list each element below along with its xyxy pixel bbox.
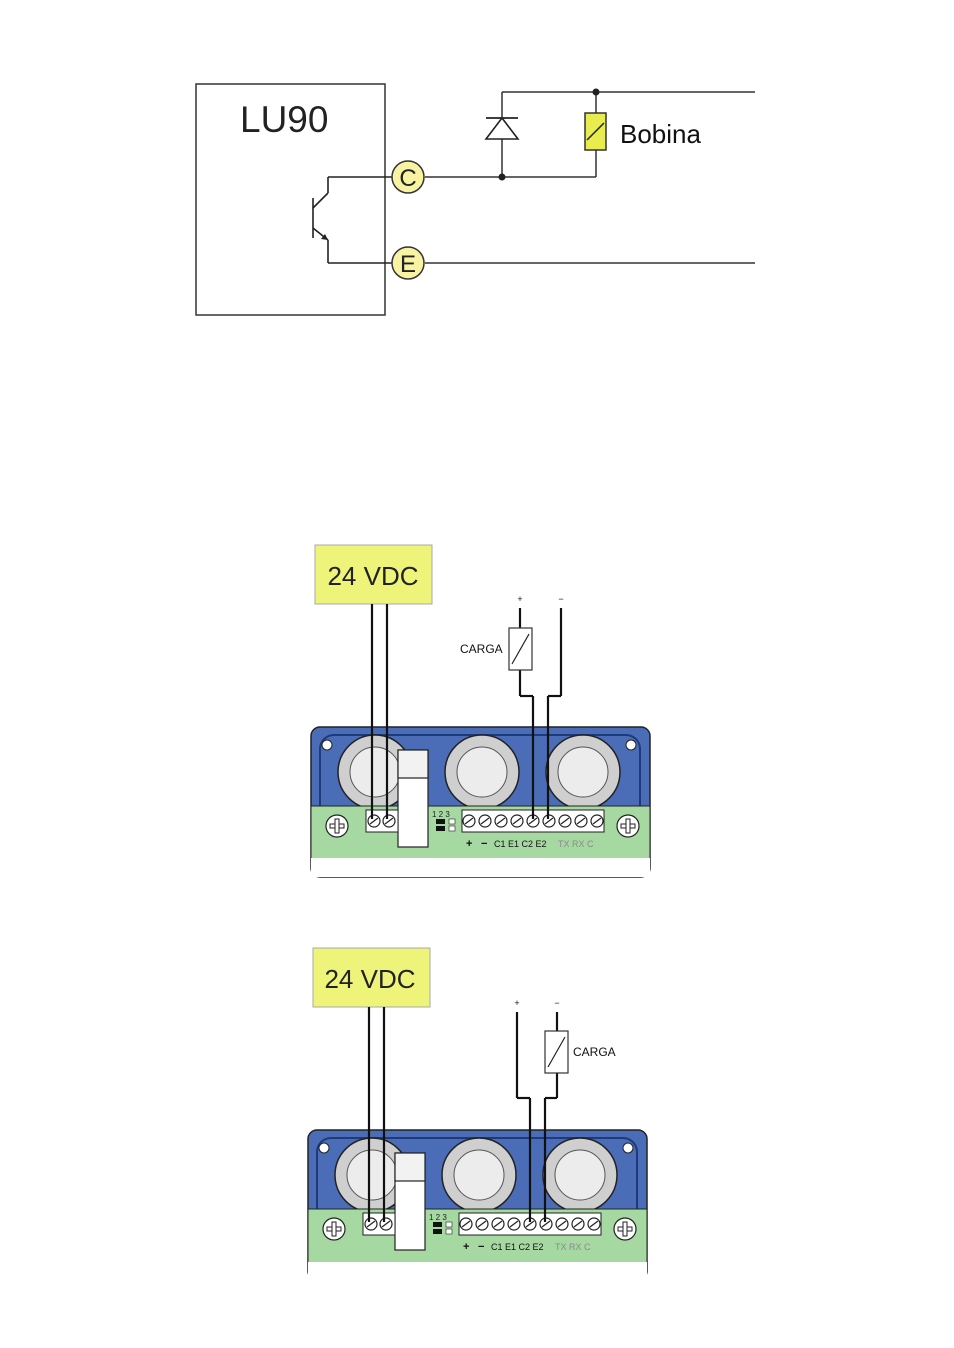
load-wires <box>515 1012 559 1222</box>
transistor-symbol <box>312 176 393 264</box>
load-symbol <box>544 1030 569 1074</box>
supply-label: 24 VDC <box>324 964 415 994</box>
cable-gland <box>441 1137 517 1213</box>
terminal-labels: C1 E1 C2 E2 <box>491 1242 544 1252</box>
terminal-plus-label: + <box>463 1241 469 1253</box>
junction-dot <box>498 173 506 181</box>
svg-text:1 2 3: 1 2 3 <box>429 1213 447 1222</box>
cable-gland <box>545 734 621 810</box>
lu90-schematic: LU90 <box>195 83 755 316</box>
terminal-minus-label: − <box>478 1241 484 1253</box>
terminal-c: C <box>391 160 425 194</box>
terminal-e: E <box>391 246 425 280</box>
supply-wires <box>367 1007 386 1222</box>
terminal-labels-grey: TX RX C <box>555 1242 591 1252</box>
dip-switch: 1 2 3 <box>432 810 456 832</box>
wiring-diagram-1: 24 VDC 1 2 <box>310 544 651 878</box>
dip-switch: 1 2 3 <box>429 1213 453 1235</box>
junction-dot <box>592 88 600 96</box>
lu90-label: LU90 <box>240 99 328 140</box>
terminal-labels-grey: TX RX C <box>558 839 594 849</box>
terminal-minus-label: − <box>481 838 487 850</box>
terminal-c-label: C <box>399 165 416 192</box>
supply-wires <box>370 604 389 819</box>
schematic-wires <box>425 91 755 264</box>
terminal-labels: C1 E1 C2 E2 <box>494 839 547 849</box>
supply-box <box>314 544 433 605</box>
load-symbol <box>508 627 533 671</box>
coil-label: Bobina <box>620 119 701 149</box>
wiring-diagram-2: 24 VDC 1 2 3 <box>307 947 648 1282</box>
svg-text:1 2 3: 1 2 3 <box>432 810 450 819</box>
diode-symbol <box>484 116 520 140</box>
terminal-e-label: E <box>400 251 416 278</box>
lu90-box <box>195 83 386 316</box>
terminal-plus-label: + <box>466 838 472 850</box>
coil-symbol <box>584 112 607 151</box>
cable-gland <box>542 1137 618 1213</box>
load-minus-sign: − <box>554 998 559 1008</box>
load-label: CARGA <box>573 1045 616 1059</box>
load-plus-sign: + <box>517 594 522 604</box>
load-wires <box>518 608 563 819</box>
supply-box <box>312 947 431 1008</box>
cable-gland <box>444 734 520 810</box>
load-plus-sign: + <box>514 998 519 1008</box>
load-label: CARGA <box>460 642 503 656</box>
supply-label: 24 VDC <box>327 561 418 591</box>
load-minus-sign: − <box>558 594 563 604</box>
